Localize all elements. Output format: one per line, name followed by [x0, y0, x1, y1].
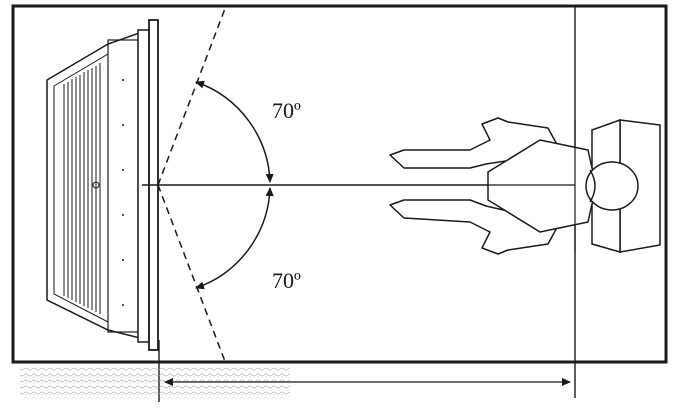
- upper-angle-arc: [195, 80, 274, 183]
- upper-viewing-limit-line: [157, 5, 227, 186]
- lower-angle-label: 70º: [272, 268, 301, 293]
- room-outline: [11, 4, 668, 364]
- lower-angle-arc: [195, 187, 274, 290]
- floor-texture: [20, 368, 290, 398]
- tv-side-view: [46, 19, 159, 351]
- viewer-top-view: [389, 117, 639, 255]
- upper-angle-label: 70º: [272, 98, 301, 123]
- lower-viewing-limit-line: [157, 184, 227, 365]
